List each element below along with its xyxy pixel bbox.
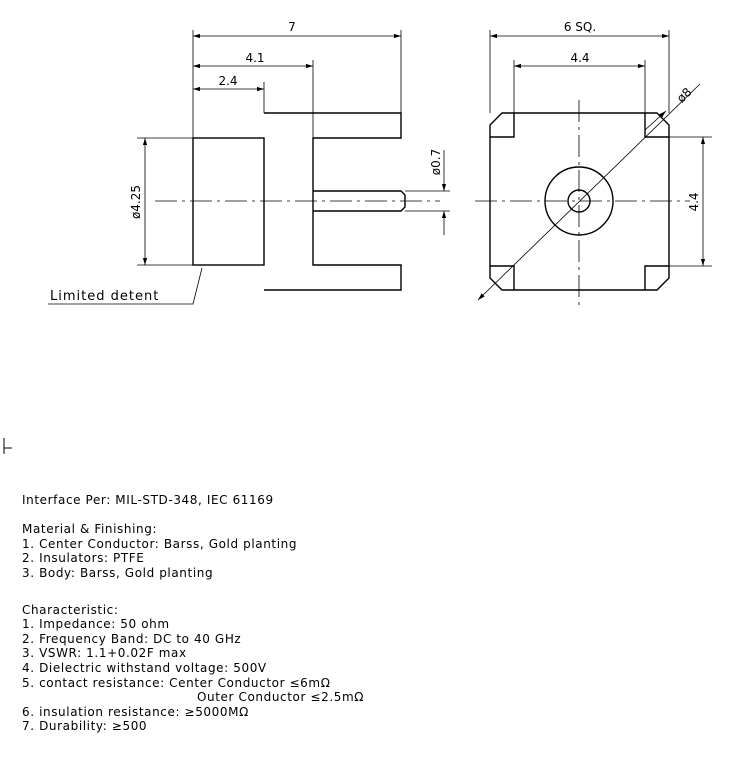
dim-hole-spacing-v: 4.4 bbox=[687, 192, 701, 211]
front-view bbox=[475, 30, 712, 305]
material-heading: Material & Finishing: bbox=[22, 522, 158, 537]
dim-length-mid: 4.1 bbox=[245, 51, 264, 65]
characteristic-item: 1. Impedance: 50 ohm bbox=[22, 617, 170, 632]
characteristic-item: 7. Durability: ≥500 bbox=[22, 719, 148, 734]
mount-hole-tr bbox=[644, 113, 669, 138]
crosshair-mark bbox=[3, 438, 12, 454]
characteristic-item: 3. VSWR: 1.1+0.02F max bbox=[22, 646, 187, 661]
dim-pin-diameter: ø0.7 bbox=[429, 149, 443, 175]
technical-drawing: 7 4.1 2.4 ø4.25 ø0.7 Limited detent bbox=[48, 20, 712, 305]
specifications: Interface Per: MIL-STD-348, IEC 61169 Ma… bbox=[22, 493, 722, 734]
mount-hole-tl bbox=[490, 113, 515, 138]
characteristic-item: 2. Frequency Band: DC to 40 GHz bbox=[22, 631, 242, 646]
dim-length-total: 7 bbox=[288, 20, 296, 34]
detent-callout-label: Limited detent bbox=[50, 289, 159, 304]
characteristic-item: 5. contact resistance: Center Conductor … bbox=[22, 675, 331, 690]
dim-length-body: 2.4 bbox=[218, 74, 237, 88]
dim-square: 6 SQ. bbox=[564, 20, 596, 34]
dim-body-diameter: ø4.25 bbox=[129, 185, 143, 219]
mount-hole-bl bbox=[490, 265, 515, 290]
diagonal-dimension-line bbox=[477, 83, 701, 301]
connector-body bbox=[192, 137, 265, 266]
detent-leader bbox=[48, 267, 203, 305]
material-item: 2. Insulators: PTFE bbox=[22, 551, 145, 566]
dim-hole-spacing-h: 4.4 bbox=[570, 51, 589, 65]
dim-diagonal: ø8 bbox=[674, 85, 695, 105]
interface-spec: Interface Per: MIL-STD-348, IEC 61169 bbox=[22, 493, 274, 507]
mount-hole-br bbox=[644, 265, 669, 290]
material-item: 3. Body: Barss, Gold planting bbox=[22, 565, 214, 580]
material-item: 1. Center Conductor: Barss, Gold plantin… bbox=[22, 536, 298, 551]
characteristic-item: 4. Dielectric withstand voltage: 500V bbox=[22, 660, 267, 675]
side-view bbox=[48, 30, 450, 305]
characteristic-item: 6. insulation resistance: ≥5000MΩ bbox=[22, 704, 249, 719]
characteristic-item-continuation: Outer Conductor ≤2.5mΩ bbox=[197, 690, 365, 705]
characteristic-heading: Characteristic: bbox=[22, 602, 119, 617]
connector-flange bbox=[264, 112, 402, 291]
